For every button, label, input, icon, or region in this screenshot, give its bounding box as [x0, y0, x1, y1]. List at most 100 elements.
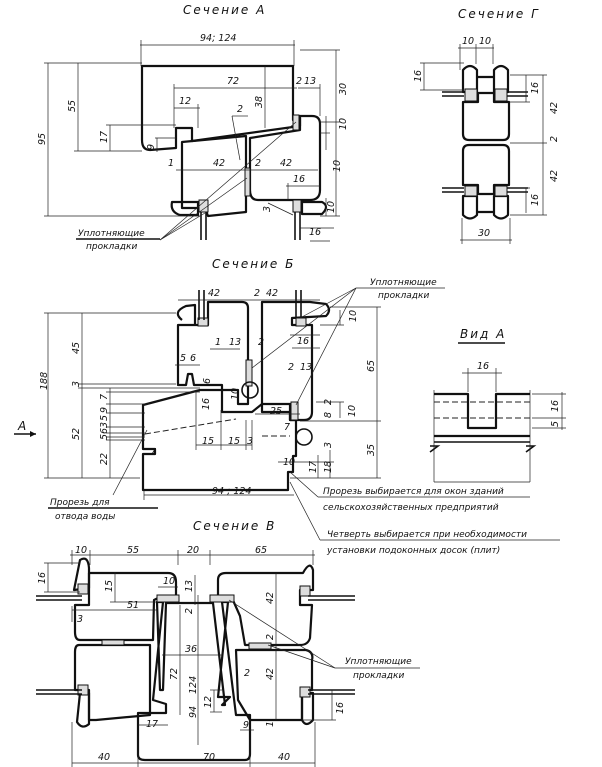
dim-a-95: 95 — [37, 133, 48, 145]
v-seal-4 — [248, 642, 272, 650]
dim-b-5: 5 — [180, 353, 186, 364]
dim-b-22: 22 — [99, 453, 110, 465]
dim-b-10: 10 — [348, 310, 359, 322]
break-left-icon — [429, 445, 441, 453]
dim-v-15: 15 — [104, 580, 115, 592]
dim-v-40b: 40 — [278, 752, 290, 763]
v-seal-3 — [101, 639, 125, 646]
dim-b-3c: 3 — [247, 436, 253, 447]
dim-v-16b: 16 — [335, 702, 346, 714]
section-b: 42 2 42 10 45 188 3 5 6 1 13 2 16 2 13 6… — [14, 278, 560, 556]
dim-a-42-left: 42 — [213, 158, 225, 169]
dim-a-65: 10 — [332, 160, 343, 172]
dim-v-124: 124 — [188, 676, 199, 694]
break-right-icon — [525, 445, 537, 453]
dim-v-13: 13 — [184, 580, 195, 592]
drain-slot-line2: отвода воды — [55, 512, 115, 522]
dim-b-45: 45 — [71, 342, 82, 354]
seals-b-line2: прокладки — [378, 291, 429, 301]
dim-v-2: 2 — [184, 608, 195, 614]
dim-g-16a: 16 — [413, 70, 424, 82]
dim-v-10: 10 — [75, 545, 87, 556]
g-seal-2 — [494, 88, 508, 102]
seals-b-line1: Уплотняющие — [370, 278, 437, 288]
dim-a-1: 1 — [168, 158, 174, 169]
seal-top — [292, 114, 300, 131]
dim-b-7c: 7 — [284, 422, 290, 433]
dim-b-3b: 3 — [99, 422, 110, 428]
dim-b-25: 25 — [270, 406, 282, 417]
dim-b-3: 3 — [71, 381, 82, 387]
dim-v-12: 12 — [203, 696, 214, 708]
g-lip-tr — [492, 64, 510, 94]
dim-g-16c: 16 — [530, 194, 541, 206]
dim-b-5c: 5 — [99, 434, 110, 440]
dim-a-17: 17 — [99, 131, 110, 143]
b-seal-4 — [197, 317, 209, 327]
seals-v-line1: Уплотняющие — [345, 657, 412, 667]
title-section-b: Сечение Б — [212, 257, 295, 271]
dim-g-2: 2 — [549, 136, 560, 142]
dim-v-1: 1 — [265, 721, 276, 727]
farm-slot-line1: Прорезь выбирается для окон зданий — [323, 487, 504, 497]
dim-v-42a: 42 — [265, 592, 276, 604]
dim-b-52: 52 — [71, 428, 82, 440]
g-lip-tl — [461, 64, 479, 94]
v-lip-br — [300, 691, 315, 726]
dim-a-16b: 16 — [309, 227, 321, 238]
dim-b-7: 7 — [99, 394, 110, 400]
dim-b-2: 2 — [254, 288, 260, 299]
seal-right — [292, 199, 302, 213]
dim-b-65: 65 — [366, 360, 377, 372]
section-g: 10 10 16 16 42 2 42 16 30 — [413, 36, 560, 244]
quarter-line2: установки подоконных досок (плит) — [326, 546, 500, 556]
title-section-g: Сечение Г — [458, 7, 540, 21]
v-seal-5 — [77, 583, 89, 595]
dim-g-16b: 16 — [530, 82, 541, 94]
dim-view-16: 16 — [477, 361, 489, 372]
dim-v-94: 94 — [188, 706, 199, 718]
title-view-a: Вид А — [458, 327, 506, 344]
dim-g-10a: 10 — [462, 36, 474, 47]
g-lip-bl — [461, 194, 479, 220]
seals-a-line2: прокладки — [86, 242, 137, 252]
dim-v-9: 9 — [243, 720, 249, 731]
dim-v-3: 3 — [77, 614, 83, 625]
view-marker-letter: А — [17, 419, 28, 433]
b-frame — [141, 388, 298, 492]
dim-b-16b: 16 — [201, 398, 212, 410]
dim-b-2b: 2 — [258, 337, 264, 348]
view-a-title-text: Вид А — [460, 327, 506, 341]
dim-v-16: 16 — [37, 572, 48, 584]
view-a: 16 16 5 — [429, 361, 566, 483]
dim-b-13b: 13 — [300, 362, 312, 373]
dim-a-10b: 10 — [338, 118, 349, 130]
g-seal-4 — [494, 185, 508, 197]
g-body-top — [461, 91, 511, 142]
section-a: 94; 124 72 2 13 12 2 38 55 95 17 9 1 42 … — [37, 33, 349, 252]
dim-b-16a: 16 — [297, 336, 309, 347]
dim-v-17: 17 — [146, 719, 158, 730]
dim-v-36: 36 — [185, 644, 197, 655]
dim-v-2c: 2 — [244, 668, 250, 679]
farm-slot-line2: сельскохозяйственных предприятий — [323, 503, 499, 513]
dim-b-6: 6 — [190, 353, 196, 364]
dim-b-5b: 5 — [99, 415, 110, 421]
dim-a-16: 16 — [293, 174, 305, 185]
dim-v-42b: 42 — [265, 668, 276, 680]
dim-a-55: 55 — [67, 100, 78, 112]
dim-b-7b: 7 — [150, 447, 156, 458]
quarter-callout: Четверть выбирается при необходимости ус… — [326, 530, 527, 556]
v-seal-2 — [209, 594, 235, 603]
dim-v-2b: 2 — [265, 634, 276, 640]
dim-a-10: 10 — [326, 201, 337, 213]
seals-v-line2: прокладки — [353, 671, 404, 681]
drain-slot-line1: Прорезь для — [50, 498, 110, 508]
dim-b-42b: 42 — [266, 288, 278, 299]
seals-callout-b: Уплотняющие прокладки — [370, 278, 437, 301]
dim-b-15b: 15 — [228, 436, 240, 447]
dim-v-40a: 40 — [98, 752, 110, 763]
quarter-line1: Четверть выбирается при необходимости — [327, 530, 527, 540]
dim-b-10b: 10 — [230, 388, 241, 400]
drain-slot-callout: Прорезь для отвода воды — [48, 498, 158, 522]
